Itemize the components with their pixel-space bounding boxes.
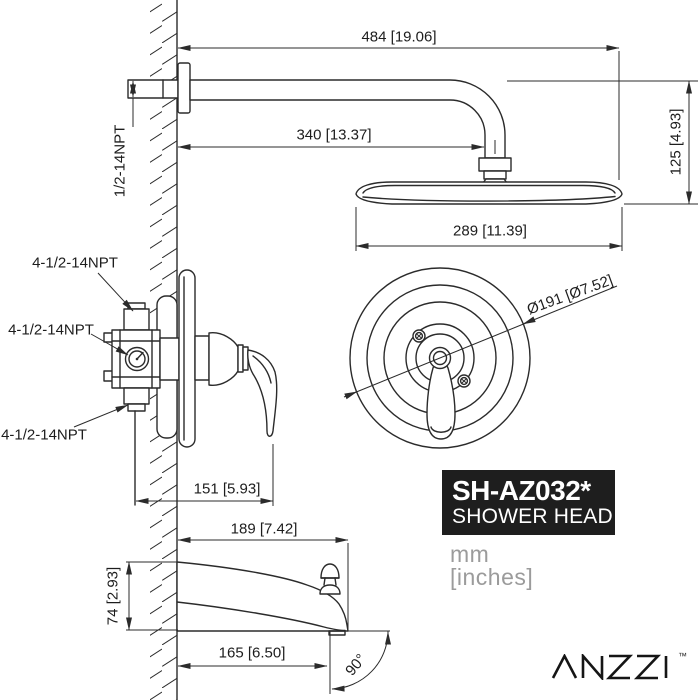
- shower-arm-and-head: [127, 62, 623, 205]
- supply-stub: [127, 79, 179, 99]
- valve-side-view: [103, 269, 278, 506]
- dim-head-width: 289 [11.39]: [453, 222, 527, 240]
- diameter-line: [343, 285, 618, 398]
- wall-flange: [177, 62, 191, 114]
- diverter-knob: [320, 563, 340, 579]
- trim-plate-side: [178, 269, 196, 448]
- units-primary: mm: [450, 541, 490, 567]
- dimension-lines: [73, 45, 698, 694]
- label-valve-port-top: 4-1/2-14NPT: [32, 254, 118, 272]
- valve-front-view: [343, 267, 618, 449]
- product-name: SHOWER HEAD: [452, 505, 613, 528]
- valve-bottom-port: [123, 387, 150, 405]
- dim-head-drop: 125 [4.93]: [667, 108, 685, 176]
- arm-coupling-nut: [478, 157, 512, 172]
- handle-hub-side: [194, 335, 210, 381]
- dim-valve-to-handle: 151 [5.93]: [193, 480, 261, 498]
- tub-spout: [176, 561, 349, 636]
- units-note: mm [inches]: [450, 543, 533, 589]
- dim-spout-reach: 189 [7.42]: [230, 520, 298, 538]
- dim-spout-base: 165 [6.50]: [218, 644, 286, 662]
- dim-spout-height: 74 [2.93]: [104, 566, 122, 626]
- spout-outlet: [328, 630, 346, 636]
- model-number: SH-AZ032*: [452, 475, 591, 506]
- trim-screw: [412, 329, 426, 343]
- trademark-symbol: ™: [678, 651, 687, 661]
- label-wall-supply-thread: 1/2-14NPT: [111, 124, 129, 198]
- anzzi-logo: [545, 652, 677, 685]
- shower-head-disc: [355, 181, 623, 205]
- trim-screw: [457, 374, 471, 388]
- handle-lever-side: [247, 349, 278, 437]
- shower-arm: [189, 79, 506, 159]
- title-block: SH-AZ032* SHOWER HEAD: [442, 470, 615, 535]
- label-valve-port-mid: 4-1/2-14NPT: [8, 321, 94, 339]
- units-secondary: [inches]: [450, 564, 534, 590]
- dim-arm-to-head: 340 [13.37]: [296, 126, 372, 144]
- dim-arm-reach: 484 [19.06]: [361, 28, 437, 46]
- valve-top-port: [123, 308, 150, 331]
- label-valve-port-bottom: 4-1/2-14NPT: [1, 426, 87, 444]
